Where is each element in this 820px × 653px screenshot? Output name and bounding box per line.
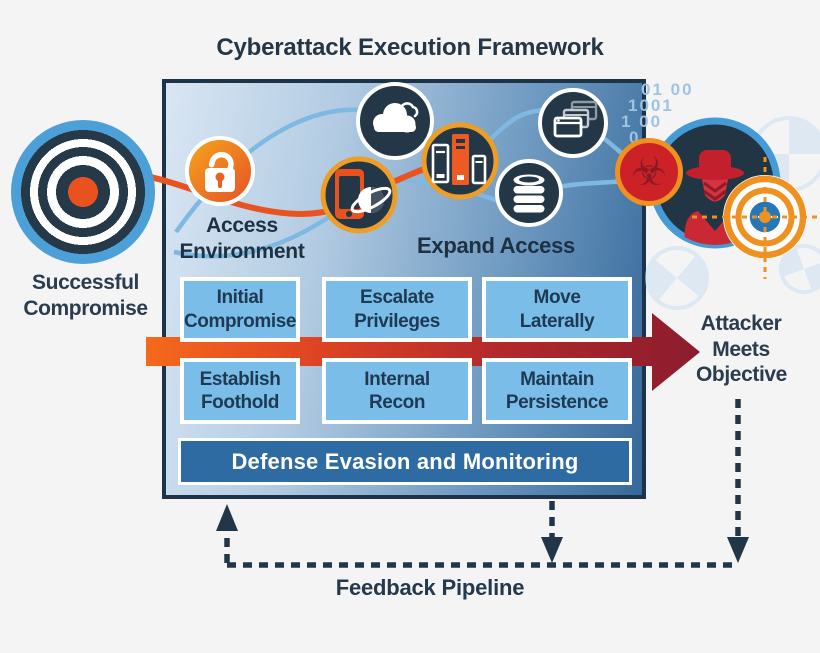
down-arrowhead xyxy=(727,537,749,563)
attacker-meets-objective-label: Attacker Meets Objective xyxy=(696,312,787,387)
access-environment-label: Access Environment xyxy=(179,214,305,263)
bullseye-target-icon xyxy=(11,120,155,264)
diagram-title: Cyberattack Execution Framework xyxy=(216,34,604,61)
defense-evasion-bar: Defense Evasion and Monitoring xyxy=(178,438,632,485)
binary-line: 01 00 xyxy=(641,80,694,99)
servers-icon xyxy=(421,122,499,200)
mobile-globe-icon xyxy=(320,156,398,234)
unlock-padlock-icon xyxy=(185,136,255,206)
up-arrowhead xyxy=(216,504,238,531)
windows-stack-icon xyxy=(538,88,608,158)
expand-access-label: Expand Access xyxy=(417,233,575,258)
crosshair-target-icon xyxy=(692,157,820,279)
biohazard-icon: ☣ xyxy=(615,138,683,206)
successful-compromise-label: Successful Compromise xyxy=(23,271,148,320)
feedback-pipeline-label: Feedback Pipeline xyxy=(335,575,525,600)
database-icon xyxy=(495,159,563,227)
down-arrowhead xyxy=(541,537,563,563)
